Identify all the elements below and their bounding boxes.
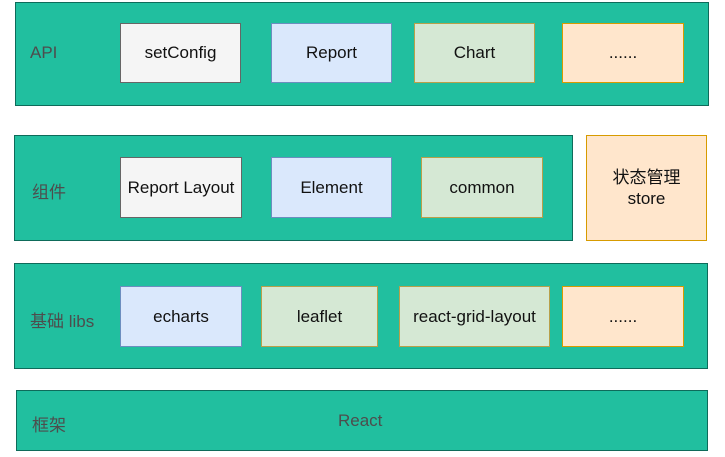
api-report-box: Report bbox=[271, 23, 392, 83]
state-store-label: store bbox=[627, 189, 666, 208]
api-setconfig-box: setConfig bbox=[120, 23, 241, 83]
framework-layer-label: 框架 bbox=[32, 416, 66, 435]
base-more-box: ...... bbox=[562, 286, 684, 347]
leaflet-box: leaflet bbox=[261, 286, 378, 347]
react-label: React bbox=[338, 411, 383, 430]
state-management-box: 状态管理 store bbox=[586, 135, 707, 241]
api-more-box: ...... bbox=[562, 23, 684, 83]
base-libs-layer-label: 基础 libs bbox=[30, 312, 95, 331]
api-chart-box: Chart bbox=[414, 23, 535, 83]
api-layer-label: API bbox=[30, 43, 58, 62]
echarts-box: echarts bbox=[120, 286, 242, 347]
state-management-label: 状态管理 bbox=[612, 167, 681, 187]
react-grid-layout-box: react-grid-layout bbox=[399, 286, 550, 347]
common-box: common bbox=[421, 157, 543, 218]
report-layout-box: Report Layout bbox=[120, 157, 242, 218]
components-layer-label: 组件 bbox=[32, 183, 66, 202]
framework-layer bbox=[16, 390, 708, 451]
element-box: Element bbox=[271, 157, 392, 218]
